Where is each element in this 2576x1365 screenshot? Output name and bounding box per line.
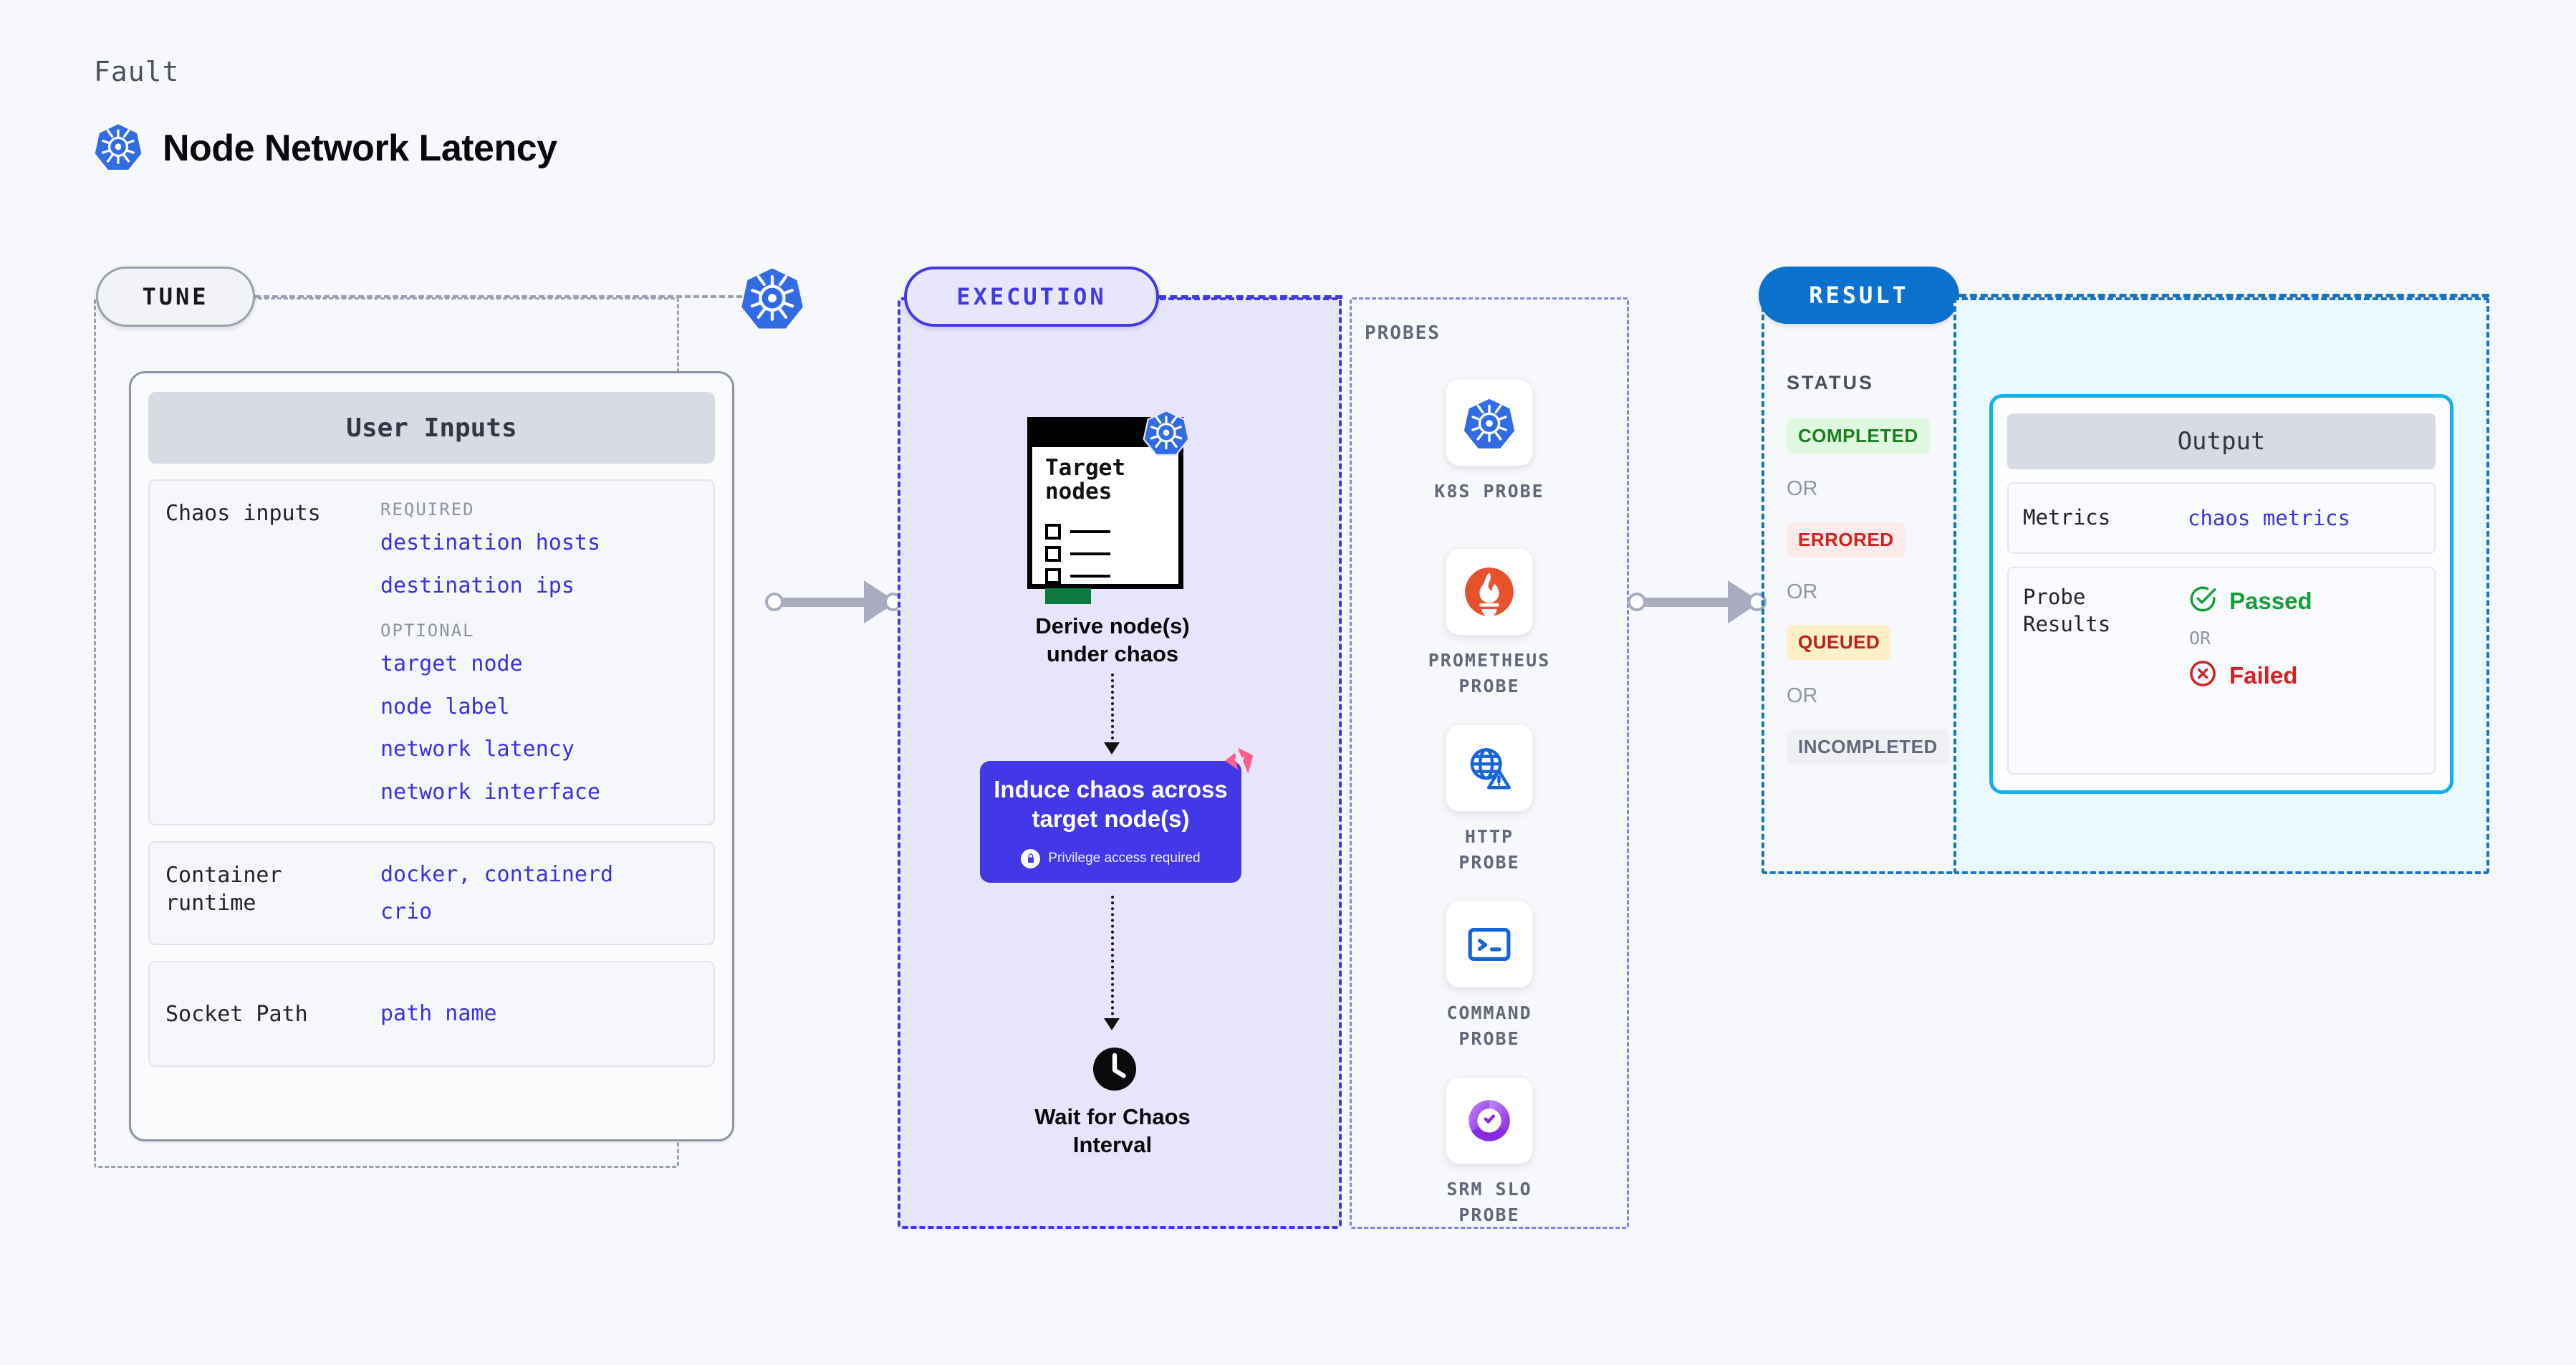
kubernetes-icon [1143, 408, 1190, 456]
tune-stage-pill[interactable]: TUNE [96, 267, 255, 327]
doc-line [1070, 530, 1110, 533]
target-nodes-doc: Target nodes [1027, 408, 1190, 604]
value-separator: , [458, 862, 471, 887]
flow-line-1 [1111, 674, 1114, 745]
doc-checkbox [1045, 524, 1061, 540]
status-badge-queued: QUEUED [1787, 625, 1892, 660]
srm-slo-icon [1446, 1078, 1532, 1164]
lock-icon [1021, 848, 1041, 868]
clock-icon [1089, 1043, 1140, 1095]
kubernetes-icon [740, 265, 804, 330]
doc-checkbox [1045, 568, 1061, 584]
input-destination-hosts[interactable]: destination hosts [380, 530, 601, 555]
privilege-note: Privilege access required [1021, 848, 1201, 868]
probe-result-failed: Failed [2188, 658, 2312, 692]
probe-result-passed: Passed [2188, 584, 2312, 618]
result-connector-line [1959, 294, 2489, 297]
induce-chaos-label: Induce chaos across target node(s) [994, 776, 1228, 832]
probe-item-command[interactable]: COMMAND PROBE [1432, 901, 1547, 1053]
kubernetes-icon [94, 122, 143, 174]
input-network-interface[interactable]: network interface [380, 779, 601, 805]
probe-item-http[interactable]: HTTP PROBE [1432, 725, 1547, 876]
result-stage-pill[interactable]: RESULT [1759, 267, 1959, 324]
user-inputs-title: User Inputs [148, 392, 715, 464]
page-header: Node Network Latency [94, 122, 557, 174]
tune-connector-line [255, 295, 742, 298]
probe-item-k8s[interactable]: K8S PROBE [1432, 380, 1547, 504]
value-docker[interactable]: docker [380, 862, 458, 887]
execution-stage-pill[interactable]: EXECUTION [904, 267, 1159, 327]
required-caption: REQUIRED [380, 499, 475, 519]
doc-accent-bar [1045, 588, 1091, 604]
metrics-value[interactable]: chaos metrics [2188, 506, 2350, 530]
connector-tune-to-execution [765, 580, 903, 623]
doc-checkbox-rows [1045, 524, 1110, 590]
input-node-label[interactable]: node label [380, 694, 510, 719]
execution-connector-line [1159, 295, 1342, 299]
passed-label: Passed [2229, 587, 2312, 614]
flow-arrow-1 [1104, 742, 1120, 755]
status-or-3: OR [1787, 684, 1818, 707]
doc-line [1070, 552, 1110, 555]
harness-icon [1216, 744, 1257, 785]
page-eyebrow: Fault [94, 56, 180, 87]
status-or-2: OR [1787, 580, 1818, 603]
user-inputs-card: User Inputs Chaos inputs REQUIRED destin… [129, 371, 734, 1141]
probe-label: K8S PROBE [1434, 481, 1544, 502]
doc-checkbox [1045, 546, 1061, 562]
connector-execution-to-result [1628, 580, 1768, 623]
globe-warning-icon [1446, 725, 1532, 811]
input-destination-ips[interactable]: destination ips [380, 573, 575, 598]
step-wait-interval-label: Wait for Chaos Interval [1034, 1104, 1191, 1157]
value-path-name[interactable]: path name [380, 1001, 497, 1027]
input-network-latency[interactable]: network latency [380, 737, 575, 762]
optional-caption: OPTIONAL [380, 621, 475, 641]
probe-results-or: OR [2189, 628, 2211, 648]
probes-title: PROBES [1365, 322, 1441, 344]
probes-container [1350, 297, 1629, 1229]
flow-line-2 [1111, 896, 1114, 1021]
induce-chaos-step[interactable]: Induce chaos across target node(s) Privi… [980, 761, 1241, 883]
socket-path-section: Socket Path path name [148, 961, 715, 1067]
status-or-1: OR [1787, 477, 1818, 500]
container-runtime-section: Container runtime docker, containerd cri… [148, 841, 715, 945]
prometheus-icon [1446, 549, 1532, 635]
step-derive-nodes-label: Derive node(s) under chaos [1035, 613, 1190, 666]
x-circle-icon [2188, 658, 2218, 692]
flow-arrow-2 [1104, 1018, 1120, 1030]
status-badge-errored: ERRORED [1787, 522, 1905, 557]
probe-item-prometheus[interactable]: PROMETHEUS PROBE [1428, 549, 1549, 700]
status-badge-incompleted: INCOMPLETED [1787, 729, 1949, 765]
metrics-label: Metrics [2023, 505, 2111, 530]
chaos-inputs-section: Chaos inputs REQUIRED destination hosts … [148, 479, 715, 825]
chaos-inputs-label: Chaos inputs [165, 501, 321, 526]
probe-label: SRM SLO PROBE [1446, 1179, 1532, 1226]
status-badge-completed: COMPLETED [1787, 418, 1930, 454]
privilege-note-label: Privilege access required [1048, 851, 1201, 866]
probe-label: HTTP PROBE [1458, 826, 1520, 873]
socket-path-label: Socket Path [165, 1001, 308, 1027]
container-runtime-values-row1: docker, containerd [380, 861, 698, 889]
doc-title: Target nodes [1045, 455, 1125, 505]
terminal-icon [1446, 901, 1532, 987]
value-crio[interactable]: crio [380, 899, 433, 924]
input-target-node[interactable]: target node [380, 651, 523, 676]
metrics-row: Metrics chaos metrics [2007, 482, 2436, 554]
check-circle-icon [2188, 584, 2218, 618]
probe-item-srm-slo[interactable]: SRM SLO PROBE [1432, 1078, 1547, 1229]
page-title: Node Network Latency [163, 127, 557, 169]
probe-label: COMMAND PROBE [1446, 1002, 1532, 1050]
output-title: Output [2007, 413, 2436, 469]
probe-label: PROMETHEUS PROBE [1428, 650, 1551, 697]
value-containerd[interactable]: containerd [484, 862, 614, 887]
doc-line [1070, 575, 1110, 578]
kubernetes-icon [1446, 380, 1532, 466]
failed-label: Failed [2229, 661, 2298, 689]
container-runtime-label: Container runtime [165, 863, 282, 916]
status-title: STATUS [1787, 372, 1874, 393]
